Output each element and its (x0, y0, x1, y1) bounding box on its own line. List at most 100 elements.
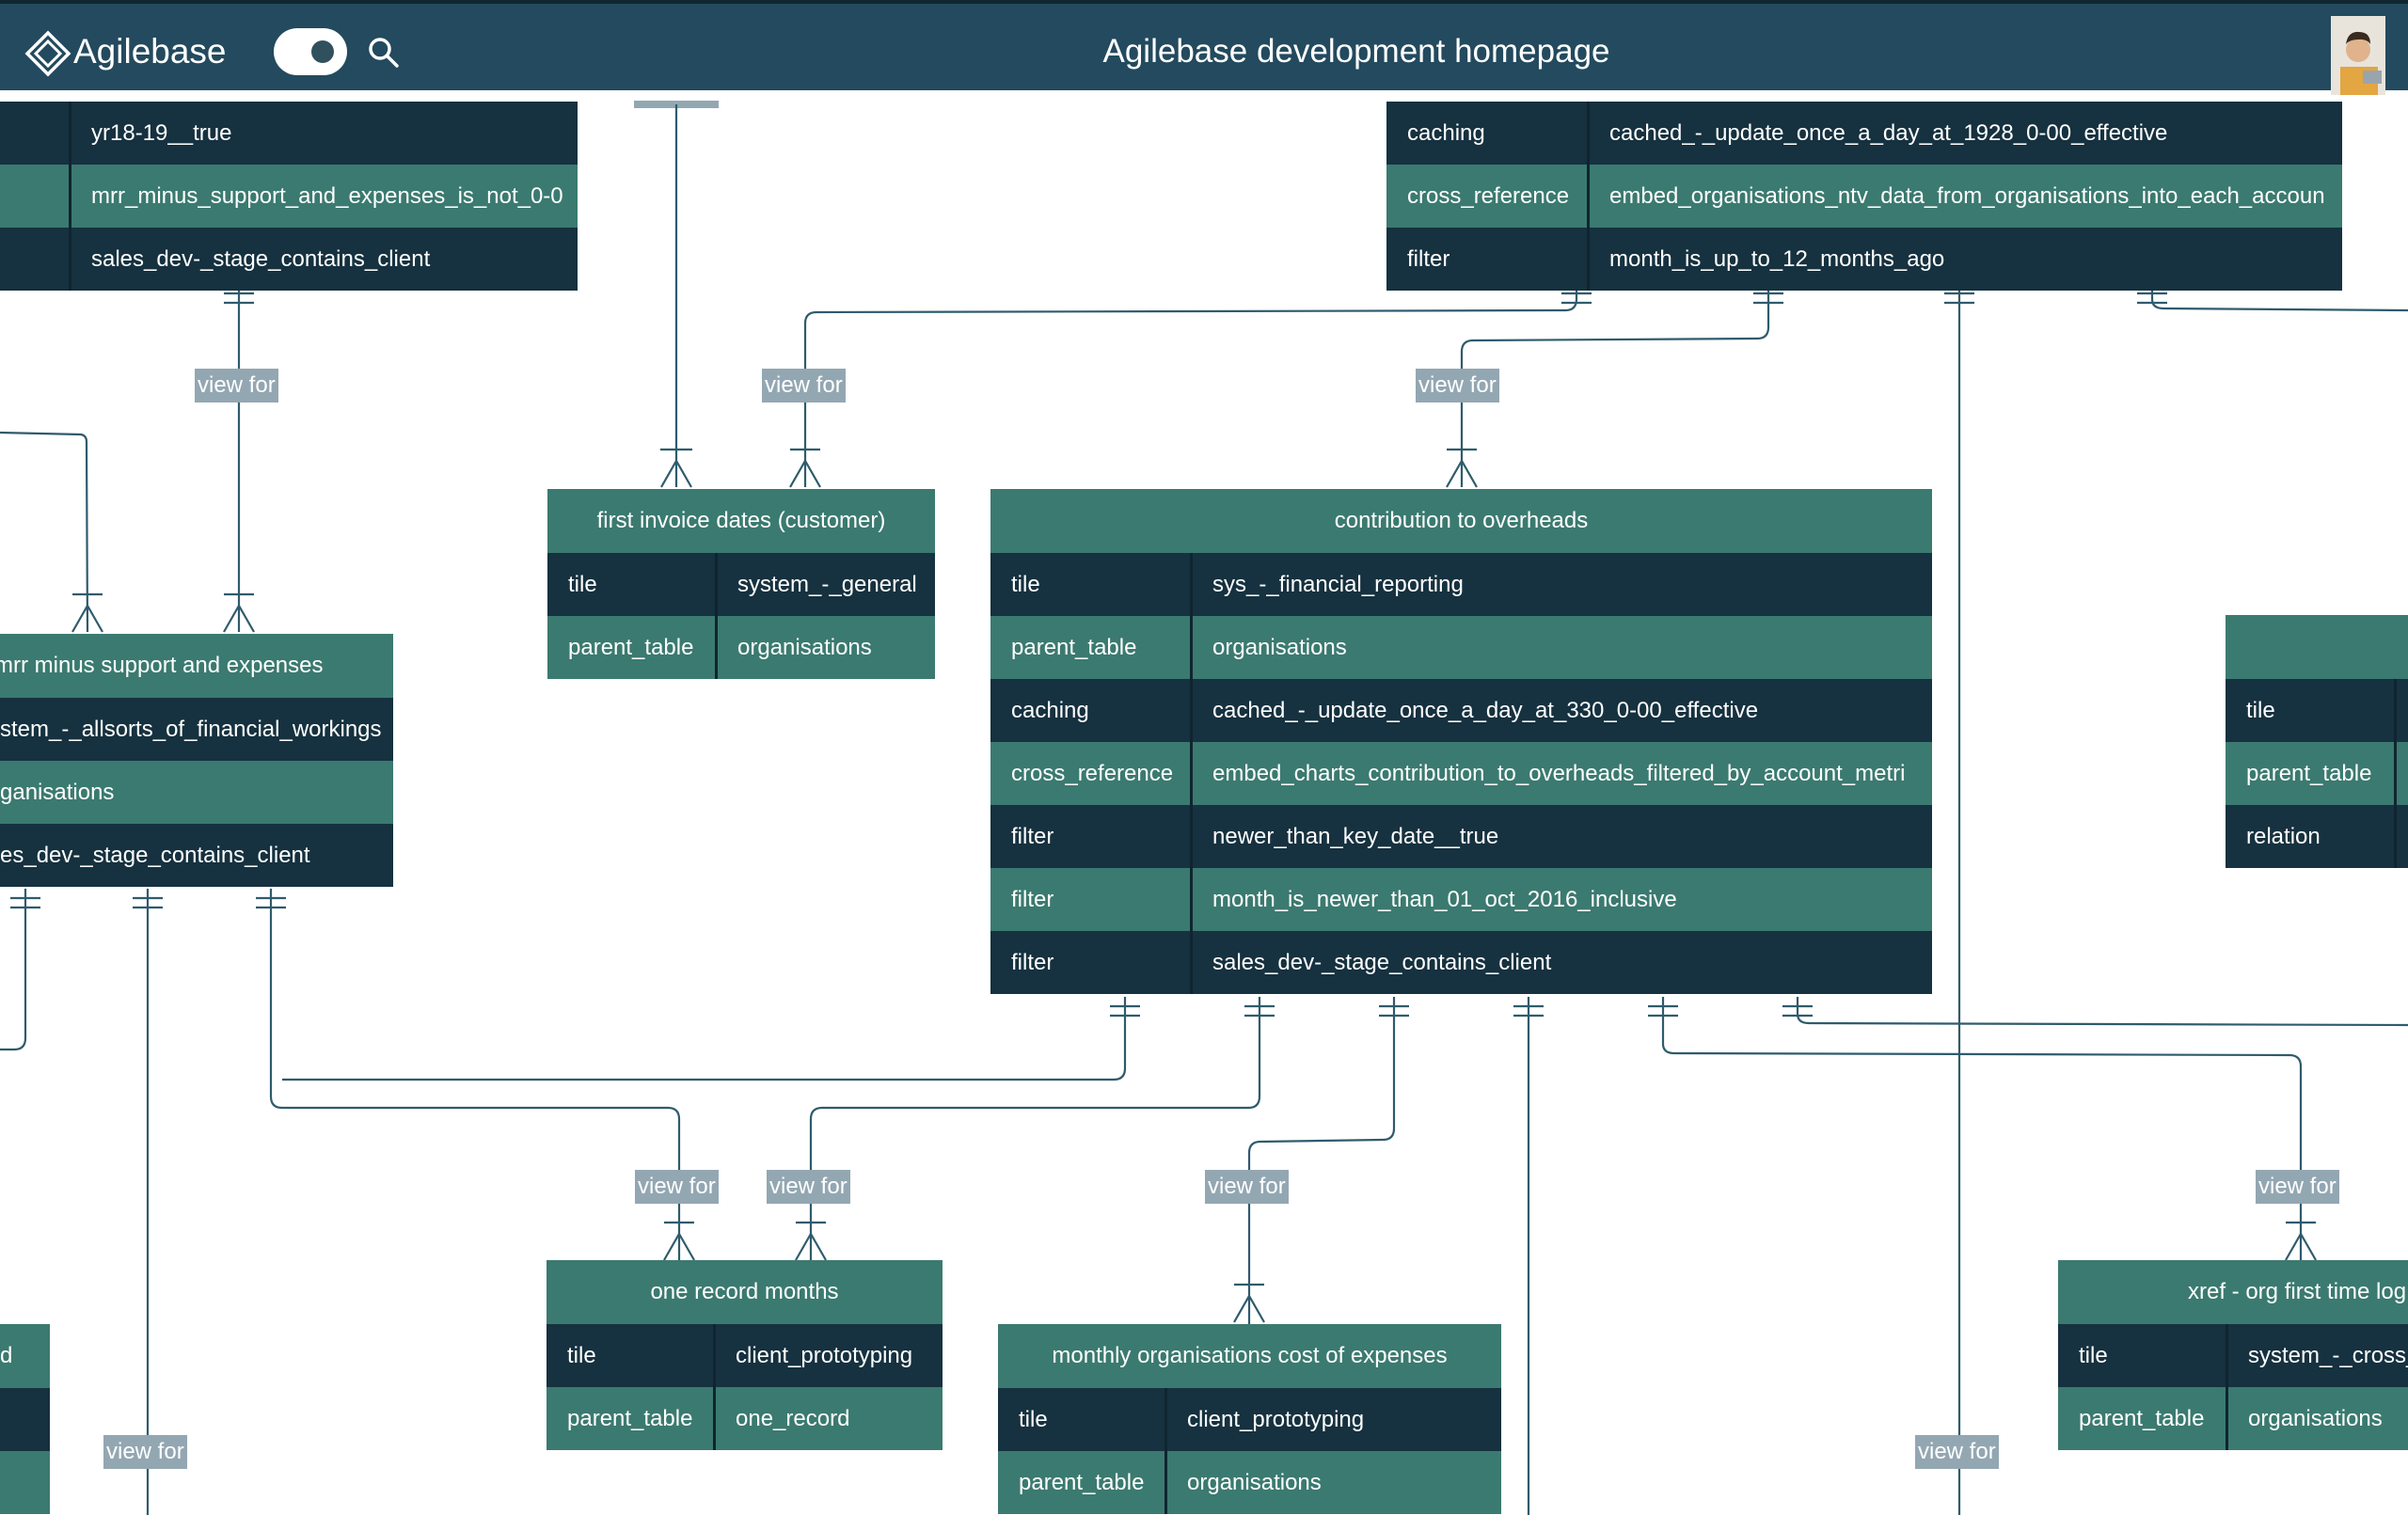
relationship-label[interactable]: view for (1915, 1435, 1999, 1469)
diamond-logo-icon[interactable] (24, 30, 71, 77)
toggle-switch[interactable] (274, 28, 347, 75)
relationship-label[interactable]: view for (2256, 1170, 2339, 1204)
table-row: stem_-_allsorts_of_financial_workings (0, 698, 393, 761)
relationship-label[interactable]: view for (762, 369, 846, 402)
table-mrr-minus-support[interactable]: mrr minus support and expenses stem_-_al… (0, 634, 393, 887)
table-row: parent_table one_record (547, 1387, 943, 1450)
table-first-invoice-dates[interactable]: first invoice dates (customer) tile syst… (547, 489, 935, 679)
table-title: mrr minus support and expenses (0, 634, 393, 698)
table-row: tile client_prototyping (547, 1324, 943, 1387)
table-row: filter month_is_up_to_12_months_ago (1386, 228, 2342, 291)
toggle-knob (311, 40, 334, 63)
row-value: mrr_minus_support_and_expenses_is_not_0-… (91, 183, 563, 209)
table-row: cross_reference embed_charts_contributio… (990, 742, 1932, 805)
relationship-label[interactable]: view for (1416, 369, 1499, 402)
row-value: client_prototyping (1187, 1407, 1365, 1432)
row-key: caching (1386, 102, 1590, 165)
table-title: d (0, 1324, 50, 1388)
row-value: sys_-_financial_reporting (1212, 572, 1464, 597)
table-top-right[interactable]: caching cached_-_update_once_a_day_at_19… (1386, 102, 2342, 291)
row-value: yr18-19__true (91, 120, 232, 146)
avatar[interactable] (2331, 16, 2385, 95)
table-row: parent_table organisations (2058, 1387, 2408, 1450)
row-value: cached_-_update_once_a_day_at_330_0-00_e… (1212, 698, 1759, 723)
relationship-label[interactable]: view for (103, 1435, 187, 1469)
row-value: ganisations (0, 780, 115, 805)
relationship-label[interactable]: view for (195, 369, 278, 402)
row-key: cross_reference (990, 742, 1193, 805)
table-monthly-organisations-cost[interactable]: monthly organisations cost of expenses t… (998, 1324, 1501, 1514)
row-key: caching (990, 679, 1193, 742)
row-value: embed_charts_contribution_to_overheads_f… (1212, 761, 1906, 786)
row-value: sales_dev-_stage_contains_client (91, 246, 431, 272)
table-title: monthly organisations cost of expenses (998, 1324, 1501, 1388)
table-row: es_dev-_stage_contains_client (0, 824, 393, 887)
table-title: one record months (547, 1260, 943, 1324)
table-row: caching cached_-_update_once_a_day_at_33… (990, 679, 1932, 742)
row-key (0, 165, 71, 228)
table-title-text: d (0, 1343, 13, 1368)
row-key: tile (2226, 679, 2397, 742)
row-value: sales_dev-_stage_contains_client (1212, 950, 1552, 975)
row-value: es_dev-_stage_contains_client (0, 843, 310, 868)
table-top-left[interactable]: yr18-19__true mrr_minus_support_and_expe… (0, 102, 578, 291)
row-key: tile (998, 1388, 1167, 1451)
row-value: month_is_newer_than_01_oct_2016_inclusiv… (1212, 887, 1677, 912)
row-value: organisations (1187, 1470, 1322, 1495)
table-row (0, 1388, 50, 1451)
table-row: relation (2226, 805, 2408, 868)
row-value: client_prototyping (736, 1343, 913, 1368)
row-key: filter (990, 931, 1193, 994)
relationship-label[interactable]: view for (1205, 1170, 1289, 1204)
row-key: parent_table (2058, 1387, 2228, 1450)
relationship-label[interactable]: view for (635, 1170, 719, 1204)
table-xref-org-first-time-log[interactable]: xref - org first time log tile system_-_… (2058, 1260, 2408, 1450)
row-value: organisations (1212, 635, 1347, 660)
table-row: filter newer_than_key_date__true (990, 805, 1932, 868)
table-row: parent_table organisations (990, 616, 1932, 679)
row-key: parent_table (998, 1451, 1167, 1514)
table-row: parent_table (2226, 742, 2408, 805)
row-key: tile (547, 553, 718, 616)
table-row: tile client_prototyping (998, 1388, 1501, 1451)
table-row: tile system_-_cross_ (2058, 1324, 2408, 1387)
table-row: parent_table organisations (547, 616, 935, 679)
relationship-label[interactable]: view for (767, 1170, 850, 1204)
table-row: tile sys_-_financial_reporting (990, 553, 1932, 616)
search-icon[interactable] (367, 36, 401, 70)
row-value (2397, 679, 2408, 742)
row-key: tile (2058, 1324, 2228, 1387)
row-value: month_is_up_to_12_months_ago (1609, 246, 1945, 272)
row-key: tile (547, 1324, 716, 1387)
table-row: tile (2226, 679, 2408, 742)
row-key: parent_table (2226, 742, 2397, 805)
row-key (0, 228, 71, 291)
table-row: cross_reference embed_organisations_ntv_… (1386, 165, 2342, 228)
row-value (2397, 742, 2408, 805)
row-value: organisations (737, 635, 872, 660)
table-row: caching cached_-_update_once_a_day_at_19… (1386, 102, 2342, 165)
table-title: first invoice dates (customer) (547, 489, 935, 553)
row-value: stem_-_allsorts_of_financial_workings (0, 717, 382, 742)
table-row: tile system_-_general (547, 553, 935, 616)
row-value: newer_than_key_date__true (1212, 824, 1499, 849)
app-name[interactable]: Agilebase (73, 32, 227, 71)
row-key: cross_reference (1386, 165, 1590, 228)
row-value: one_record (736, 1406, 850, 1431)
table-right-partial[interactable]: tile parent_table relation (2226, 615, 2408, 868)
table-one-record-months[interactable]: one record months tile client_prototypin… (547, 1260, 943, 1450)
table-row: filter month_is_newer_than_01_oct_2016_i… (990, 868, 1932, 931)
table-title (2226, 615, 2408, 679)
page-title: Agilebase development homepage (1102, 33, 1610, 70)
table-row: sales_dev-_stage_contains_client (0, 228, 578, 291)
table-title: contribution to overheads (990, 489, 1932, 553)
table-row: mrr_minus_support_and_expenses_is_not_0-… (0, 165, 578, 228)
row-key: filter (990, 868, 1193, 931)
table-row: filter sales_dev-_stage_contains_client (990, 931, 1932, 994)
row-key: filter (1386, 228, 1590, 291)
table-title-text: mrr minus support and expenses (0, 653, 324, 678)
table-bottom-left[interactable]: d (0, 1324, 50, 1514)
table-contribution-to-overheads[interactable]: contribution to overheads tile sys_-_fin… (990, 489, 1932, 994)
row-key: parent_table (547, 616, 718, 679)
